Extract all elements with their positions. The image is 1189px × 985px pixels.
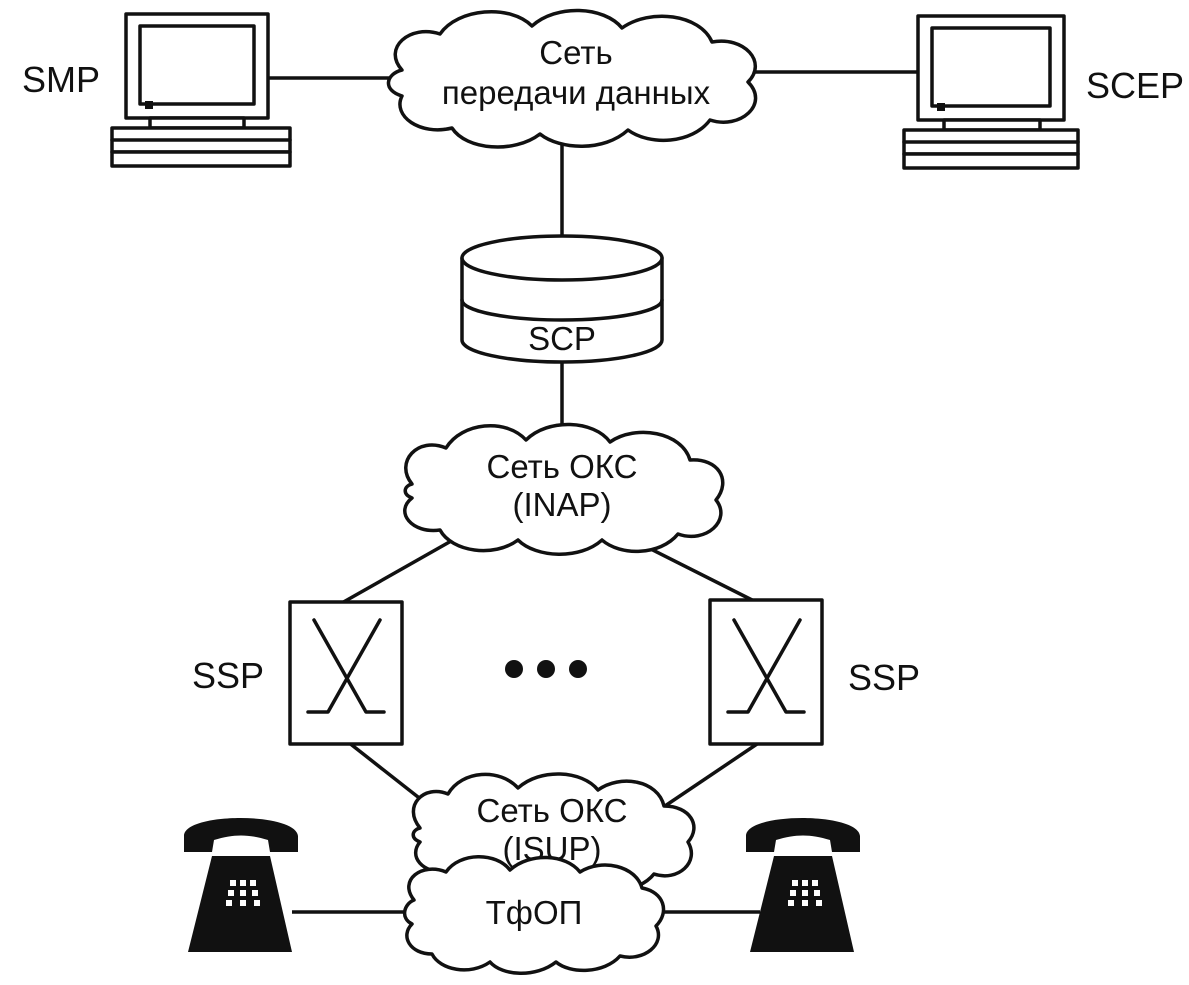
computer-terminal-icon [110, 12, 292, 168]
cloud-icon [402, 855, 666, 975]
ssp-left: SSP [192, 600, 404, 746]
scp-database: SCP [460, 234, 664, 364]
smp-terminal: SMP [22, 12, 292, 168]
scep-label: SCEP [1086, 65, 1184, 106]
ssp-left-label: SSP [192, 655, 264, 696]
link-inap-ssp-left [339, 534, 461, 606]
scep-terminal: SCEP [902, 14, 1184, 170]
oks-inap-label-line1: Сеть ОКС [487, 448, 638, 485]
pstn-label: ТфОП [486, 894, 583, 931]
cloud-icon [403, 422, 725, 556]
computer-terminal-icon [902, 14, 1080, 170]
smp-label: SMP [22, 59, 100, 100]
switch-crossbar-icon [708, 598, 824, 746]
data-network-label-line1: Сеть [539, 34, 612, 71]
ssp-right: SSP [708, 598, 920, 746]
ssp-right-label: SSP [848, 657, 920, 698]
oks-isup-label-line1: Сеть ОКС [477, 792, 628, 829]
oks-inap-label-line2: (INAP) [513, 486, 612, 523]
link-ssp-right-isup [661, 740, 761, 810]
data-network-label-line2: передачи данных [442, 74, 711, 111]
telephone-left [184, 818, 298, 952]
data-network-cloud: Сеть передачи данных [386, 8, 758, 149]
pstn-cloud: ТфОП [402, 855, 666, 975]
switch-crossbar-icon [288, 600, 404, 746]
telephone-icon [184, 818, 298, 952]
database-cylinder-icon [460, 234, 664, 364]
telephone-right [746, 818, 860, 952]
scp-label: SCP [528, 320, 596, 357]
cloud-icon [386, 8, 758, 149]
oks-inap-cloud: Сеть ОКС (INAP) [403, 422, 725, 556]
ellipsis-dots-icon [505, 660, 587, 678]
telephone-icon [746, 818, 860, 952]
